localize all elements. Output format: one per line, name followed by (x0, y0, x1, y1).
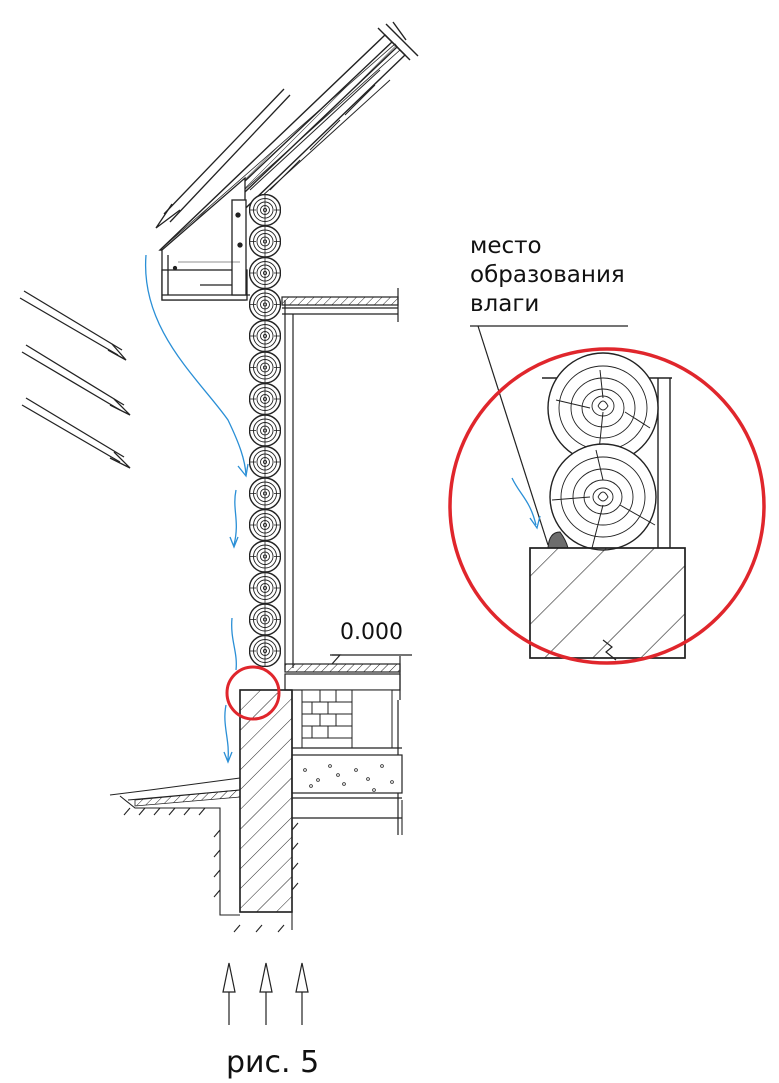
wind-arrow-icon (155, 88, 291, 229)
log-section (249, 320, 281, 352)
concrete-slab (291, 747, 403, 819)
eave-box (161, 176, 250, 301)
wind-arrows (19, 88, 291, 469)
blind-area (134, 789, 241, 807)
moisture-spot (547, 531, 569, 549)
ground-moisture-arrows (222, 962, 309, 1025)
detail-view (448, 325, 766, 665)
water-flow-arrow-icon (237, 463, 249, 478)
ground-moisture-arrow-icon (295, 962, 309, 1025)
rafter (249, 69, 391, 199)
wind-arrow-icon (21, 344, 131, 416)
detail-foundation (529, 547, 686, 661)
log-section (249, 509, 281, 541)
foundation (239, 689, 293, 913)
log-section (249, 572, 281, 604)
log-wall (249, 194, 281, 667)
detail-highlight-circle (448, 347, 766, 665)
log-section (249, 603, 281, 636)
water-flow-arrow-tip (529, 515, 541, 530)
figure-caption: рис. 5 (226, 1045, 320, 1080)
log-section (249, 446, 281, 478)
log-section (249, 635, 281, 667)
log-section (249, 225, 281, 258)
log-section (249, 194, 281, 226)
water-flow-arrow-icon (223, 751, 233, 764)
detail-log-lower (549, 443, 657, 551)
brick-pier (301, 689, 393, 749)
inner-wall (284, 300, 294, 670)
moisture-note: место образования влаги (470, 233, 625, 317)
log-section (249, 414, 281, 447)
log-section (249, 540, 281, 573)
floor (284, 656, 401, 835)
log-section (249, 257, 281, 289)
level-leader (330, 654, 412, 665)
detail-log-upper (547, 352, 659, 464)
log-section (249, 288, 281, 321)
water-flow-arrow-icon (229, 536, 239, 549)
water-flow (145, 254, 249, 764)
ceiling-beam (281, 288, 399, 322)
moisture-zone-marker (225, 665, 281, 721)
wind-arrow-icon (19, 290, 127, 361)
log-section (249, 351, 281, 384)
water-flow-arrow-icon (511, 477, 537, 526)
log-section (249, 383, 281, 415)
log-section (249, 477, 281, 510)
ground-moisture-arrow-icon (259, 962, 273, 1025)
wind-arrow-icon (21, 397, 131, 469)
ground-moisture-arrow-icon (222, 962, 236, 1025)
level-mark: 0.000 (340, 620, 403, 645)
